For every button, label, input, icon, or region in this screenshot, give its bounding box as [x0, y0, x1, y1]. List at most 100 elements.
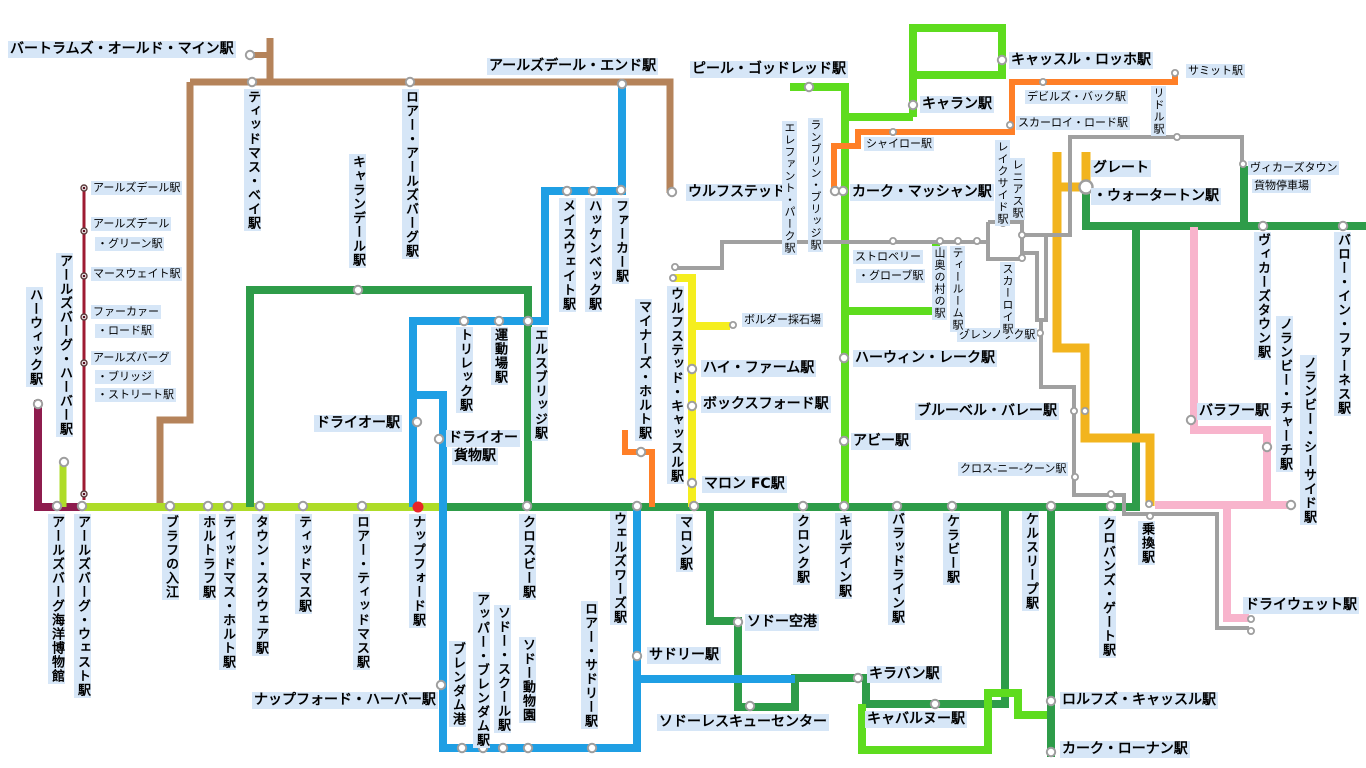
station-label-ボルダー採石場: ボルダー採石場: [742, 313, 823, 327]
station-label-キラバン駅: キラバン駅: [867, 666, 942, 683]
station-dot-アールズデール・エンド駅: [616, 78, 628, 90]
station-dot-ブレンダム港: [456, 742, 468, 754]
station-dot-ハッケンベック駅: [587, 185, 599, 197]
station-label-ティールーム駅: ティールーム駅: [950, 246, 965, 332]
station-dot-ウルフステッド・キャッスル駅-gray: [671, 262, 680, 271]
station-dot-ティッドマス・ホルト駅: [222, 500, 234, 512]
station-dot-メイスウェイト駅: [561, 185, 573, 197]
station-dot-ハーウィン・レーク駅: [838, 352, 850, 364]
station-dot-ケラビー駅: [946, 500, 958, 512]
station-dot-ボルダー採石場: [729, 320, 738, 329]
station-dot-バロー・イン・ファーネス駅: [1337, 220, 1349, 232]
station-dot-バラフー駅: [1185, 414, 1197, 426]
station-dot-アールズバーグ・ハーバー駅: [58, 456, 70, 468]
station-dot-ティールーム駅: [954, 236, 963, 245]
station-label-キャラン駅: キャラン駅: [920, 96, 994, 113]
station-label-クロス-ニー-クーン駅: クロス-ニー-クーン駅: [958, 462, 1069, 476]
station-label-マロン駅: マロン駅: [676, 514, 693, 572]
station-dot-サドリー駅: [631, 650, 643, 662]
station-dot-キャラン駅: [907, 99, 919, 111]
station-label-ホルトラフ駅: ホルトラフ駅: [199, 514, 216, 600]
station-label-ブラフの入江: ブラフの入江: [162, 514, 179, 600]
station-dot-ソドーレスキューセンター: [744, 700, 756, 712]
station-label-ウェルズワーズ駅: ウェルズワーズ駅: [610, 511, 627, 625]
station-dot-narrow-gauge-halt: [973, 236, 982, 245]
station-label-トリレック駅: トリレック駅: [456, 327, 473, 413]
rail-line-brown-main: [190, 78, 674, 193]
rail-line-blue-harbour: [413, 391, 641, 752]
station-label-グレンノック駅: グレンノック駅: [957, 328, 1038, 342]
station-label-キルデイン駅: キルデイン駅: [835, 513, 852, 599]
station-label-キャランデール駅: キャランデール駅: [349, 154, 366, 268]
station-label-グレート: グレート: [1091, 160, 1151, 177]
station-dot-ソドー・スクール駅: [497, 742, 509, 754]
station-dot-クロバンズ・ゲート駅-gray: [1107, 489, 1116, 498]
rail-line-brightgreen-castle-loop: [909, 24, 1006, 117]
station-dot-シャイロー駅: [889, 127, 898, 136]
rail-line-blue-ffarquhar: [409, 84, 626, 507]
station-label-レイクサイド駅: レイクサイド駅: [995, 140, 1010, 226]
station-label-乗換駅: 乗換駅: [1138, 521, 1155, 565]
station-dot-キャッスル・ロッホ駅: [996, 54, 1008, 66]
station-dot-スカーロイ駅: [1018, 253, 1027, 262]
station-label-ソドー空港: ソドー空港: [745, 614, 819, 631]
station-dot-center-アールズデール・グリーン駅: [82, 229, 86, 233]
station-label-・ブリッジ: ・ブリッジ: [95, 370, 154, 384]
station-label-レニアス駅: レニアス駅: [1010, 158, 1025, 220]
station-dot-ロアー・ティッドマス駅: [356, 500, 368, 512]
station-label-エレファント・パーク駅: エレファント・パーク駅: [782, 121, 797, 255]
station-dot-デビルズ・バック駅: [1039, 78, 1048, 87]
station-label-ノランビー・シーサイド駅: ノランビー・シーサイド駅: [1300, 355, 1317, 525]
station-dot-ハイ・ファーム駅: [686, 363, 698, 375]
station-label-アールズデール駅: アールズデール駅: [91, 181, 183, 195]
station-dot-ナップフォード・ハーバー駅: [435, 679, 447, 691]
station-label-ストロベリー: ストロベリー: [853, 250, 923, 264]
station-label-・ウォータートン駅: ・ウォータートン駅: [1091, 188, 1221, 205]
station-label-ハーウィン・レーク駅: ハーウィン・レーク駅: [853, 350, 997, 367]
station-label-マースウェイト駅: マースウェイト駅: [91, 267, 183, 281]
station-label-ティッドマス・ホルト駅: ティッドマス・ホルト駅: [219, 514, 236, 670]
station-label-アールズバーグ海洋博物館: アールズバーグ海洋博物館: [48, 514, 65, 684]
station-label-アールズバーグ: アールズバーグ: [91, 351, 172, 365]
station-dot-サミット駅: [1171, 69, 1180, 78]
station-label-カーク・ローナン駅: カーク・ローナン駅: [1060, 741, 1190, 758]
rail-line-gray-riddle: [1022, 135, 1244, 237]
station-label-ファーカー駅: ファーカー駅: [612, 198, 629, 284]
station-label-ブルーベル・バレー駅: ブルーベル・バレー駅: [915, 403, 1059, 420]
station-label-ロアー・ティッドマス駅: ロアー・ティッドマス駅: [353, 514, 370, 670]
station-dot-リドル駅: [1173, 132, 1182, 141]
rail-lines-layer: [34, 24, 1366, 757]
rail-line-pink-vicarstown: [1190, 227, 1271, 505]
station-dot-キャバルヌー駅: [929, 698, 941, 710]
station-dot-アールズバーグ海洋博物館: [51, 500, 63, 512]
station-label-シャイロー駅: シャイロー駅: [864, 137, 934, 151]
station-dot-乗換駅: [1145, 499, 1154, 508]
station-label-ロアー・アールズバーグ駅: ロアー・アールズバーグ駅: [402, 89, 419, 259]
rail-line-maroon-harwick: [34, 400, 88, 511]
station-label-キャッスル・ロッホ駅: キャッスル・ロッホ駅: [1009, 52, 1153, 69]
station-dot-ドライオー駅: [411, 416, 423, 428]
rail-line-brightgreen-south-loop: [858, 689, 1047, 754]
station-dot-キラバン駅: [852, 672, 864, 684]
station-dot-カーク・ローナン駅: [1045, 746, 1057, 758]
station-label-アールズデール: アールズデール: [91, 217, 172, 231]
station-dot-ティッドマス・ベイ駅: [246, 76, 258, 88]
station-dot-center-マースウェイト駅: [82, 274, 86, 278]
station-label-スカーロイ・ロード駅: スカーロイ・ロード駅: [1016, 116, 1130, 130]
station-label-ピール・ゴッドレッド駅: ピール・ゴッドレッド駅: [690, 61, 848, 78]
station-label-アールズデール・エンド駅: アールズデール・エンド駅: [487, 58, 659, 75]
station-label-ロルフズ・キャッスル駅: ロルフズ・キャッスル駅: [1060, 692, 1218, 709]
station-label-・グリーン駅: ・グリーン駅: [95, 237, 165, 251]
station-dot-キルデイン駅: [838, 500, 850, 512]
station-label-デビルズ・バック駅: デビルズ・バック駅: [1025, 90, 1128, 104]
station-dot-ソドー空港: [732, 616, 744, 628]
station-label-貨物駅: 貨物駅: [452, 448, 498, 465]
station-label-バロー・イン・ファーネス駅: バロー・イン・ファーネス駅: [1334, 232, 1351, 416]
station-dot-クロンク駅: [797, 500, 809, 512]
station-label-ティッドマス・ベイ駅: ティッドマス・ベイ駅: [244, 89, 261, 231]
rail-line-gray-ng-main: [675, 240, 988, 270]
station-label-アールズバーグ・ウェスト駅: アールズバーグ・ウェスト駅: [74, 514, 91, 698]
station-label-カーク・マッシャン駅: カーク・マッシャン駅: [850, 184, 994, 201]
station-dot-center-ファーカァー・ロード駅: [82, 315, 86, 319]
